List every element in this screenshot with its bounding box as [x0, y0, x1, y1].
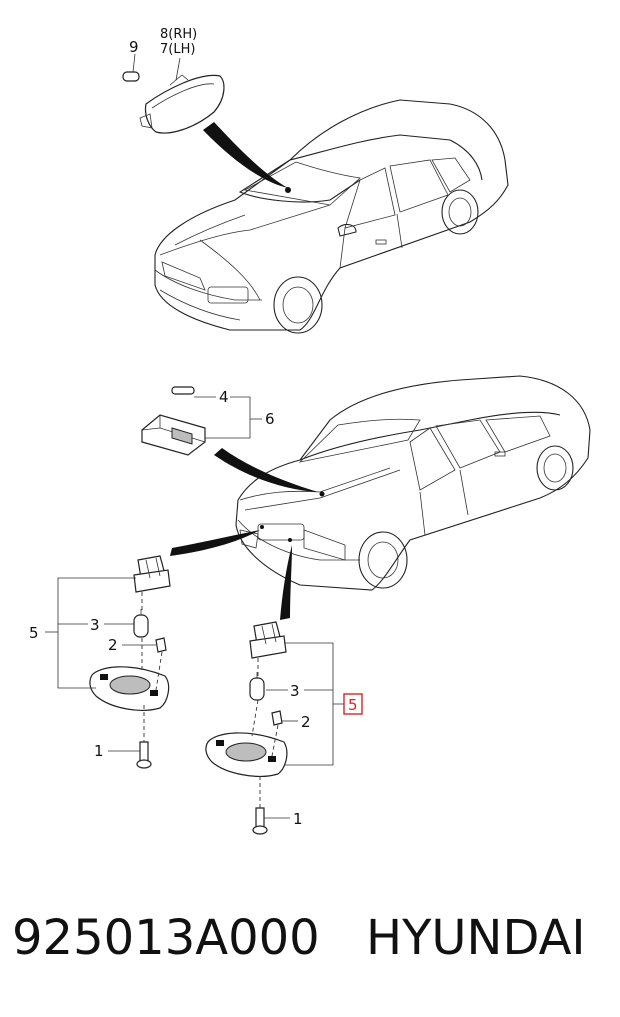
rear-car-illustration: [235, 375, 591, 591]
left-license-pointer: [170, 530, 260, 556]
callout-left-screw: 1: [94, 742, 104, 760]
callout-left-socket: 3: [90, 616, 100, 634]
trunk-lamp-assembly: [141, 414, 206, 456]
trunk-bulb: [171, 386, 216, 398]
brand-name: HYUNDAI: [366, 910, 586, 966]
part-number: 925013A000: [12, 910, 320, 966]
right-license-lamp: [205, 621, 288, 835]
front-lamp-pointer: [203, 122, 288, 188]
top-bulb: [122, 53, 140, 82]
map-lamp-assembly: [139, 57, 225, 134]
callout-right-clip: 2: [301, 713, 311, 731]
parts-diagram: 9 8(RH) 7(LH): [29, 27, 591, 835]
callout-right-screw: 1: [293, 810, 303, 828]
callout-right-bulb: 3: [290, 682, 300, 700]
trunk-lamp-pointer: [214, 448, 318, 492]
right-license-pointer: [280, 545, 292, 620]
callout-right-assy-highlight: 5: [348, 696, 358, 714]
callout-left-clip: 2: [108, 636, 118, 654]
callout-top-rh: 8(RH): [160, 27, 197, 42]
highlight-box: [343, 693, 363, 715]
callout-left-assy: 5: [29, 624, 39, 642]
callout-top-bulb: 9: [129, 38, 139, 56]
callout-trunk-bulb: 4: [219, 388, 229, 406]
front-car-illustration: [154, 99, 509, 334]
callout-trunk-assy: 6: [265, 410, 275, 428]
callout-top-lh: 7(LH): [160, 42, 195, 57]
left-license-lamp: [89, 555, 171, 769]
